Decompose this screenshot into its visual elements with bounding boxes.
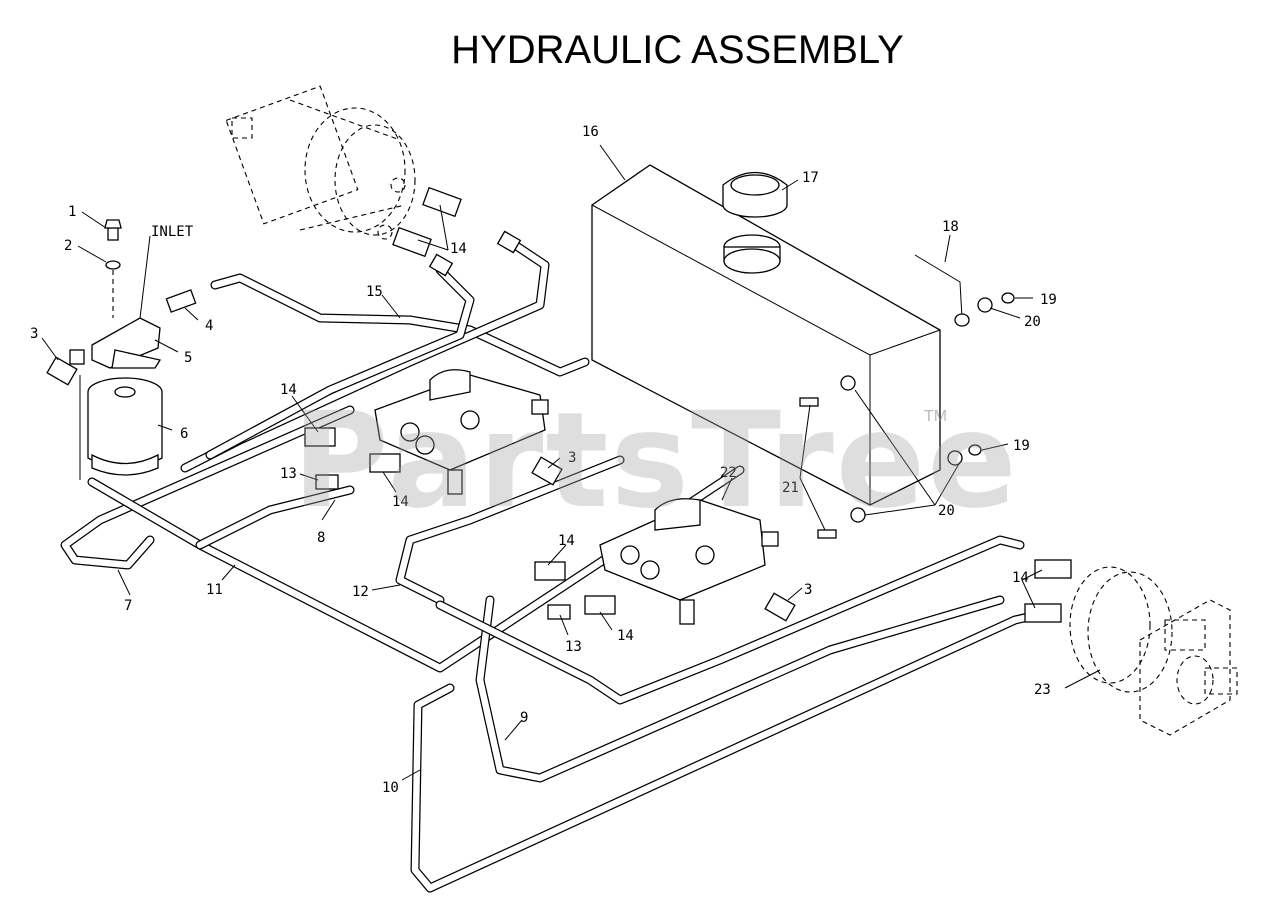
callout-21: 21: [782, 480, 799, 496]
callout-5: 5: [184, 350, 192, 366]
callout-1: 1: [68, 204, 76, 220]
callout-14c: 14: [450, 241, 467, 257]
callout-2: 2: [64, 238, 72, 254]
upper-hydraulic-motor: [225, 85, 416, 240]
callout-labels: 1 2 3 3 3 4 5 6 7 8 9 10 11 12 13 13 14 …: [30, 124, 1057, 796]
mounting-hardware: [799, 254, 1015, 539]
callout-13b: 13: [565, 639, 582, 655]
callout-10: 10: [382, 780, 399, 796]
callout-20a: 20: [1024, 314, 1041, 330]
callout-16: 16: [582, 124, 599, 140]
valve-fittings: [304, 427, 1072, 623]
callout-14e: 14: [617, 628, 634, 644]
callout-9: 9: [520, 710, 528, 726]
callout-13a: 13: [280, 466, 297, 482]
callout-17: 17: [802, 170, 819, 186]
callout-6: 6: [180, 426, 188, 442]
control-valve-upper: [374, 369, 549, 495]
filter-assembly: [46, 219, 197, 480]
callout-14d: 14: [558, 533, 575, 549]
callout-23: 23: [1034, 682, 1051, 698]
lower-hydraulic-motor-23: [1069, 566, 1238, 736]
control-valve-22: [599, 498, 779, 625]
callout-8: 8: [317, 530, 325, 546]
callout-14a: 14: [280, 382, 297, 398]
callout-3a: 3: [30, 326, 38, 342]
reservoir-tank-16: [591, 164, 941, 506]
callout-4: 4: [205, 318, 213, 334]
callout-11: 11: [206, 582, 223, 598]
leader-lines: [41, 144, 1101, 781]
callout-15: 15: [366, 284, 383, 300]
callout-3c: 3: [804, 582, 812, 598]
callout-14f: 14: [1012, 570, 1029, 586]
fittings-14-upper: [392, 186, 522, 277]
diagram-title: HYDRAULIC ASSEMBLY: [451, 28, 904, 72]
callout-18: 18: [942, 219, 959, 235]
callout-22: 22: [720, 465, 737, 481]
callout-7: 7: [124, 598, 132, 614]
callout-12: 12: [352, 584, 369, 600]
callout-19b: 19: [1013, 438, 1030, 454]
watermark: PartsTree: [292, 384, 1019, 538]
callout-19a: 19: [1040, 292, 1057, 308]
callout-20b: 20: [938, 503, 955, 519]
reservoir-cap-17: [722, 172, 788, 218]
watermark-trademark: TM: [924, 408, 948, 425]
callout-14b: 14: [392, 494, 409, 510]
callout-3b: 3: [568, 450, 576, 466]
hydraulic-tubes: [60, 240, 1055, 893]
inlet-label: INLET: [151, 224, 194, 240]
